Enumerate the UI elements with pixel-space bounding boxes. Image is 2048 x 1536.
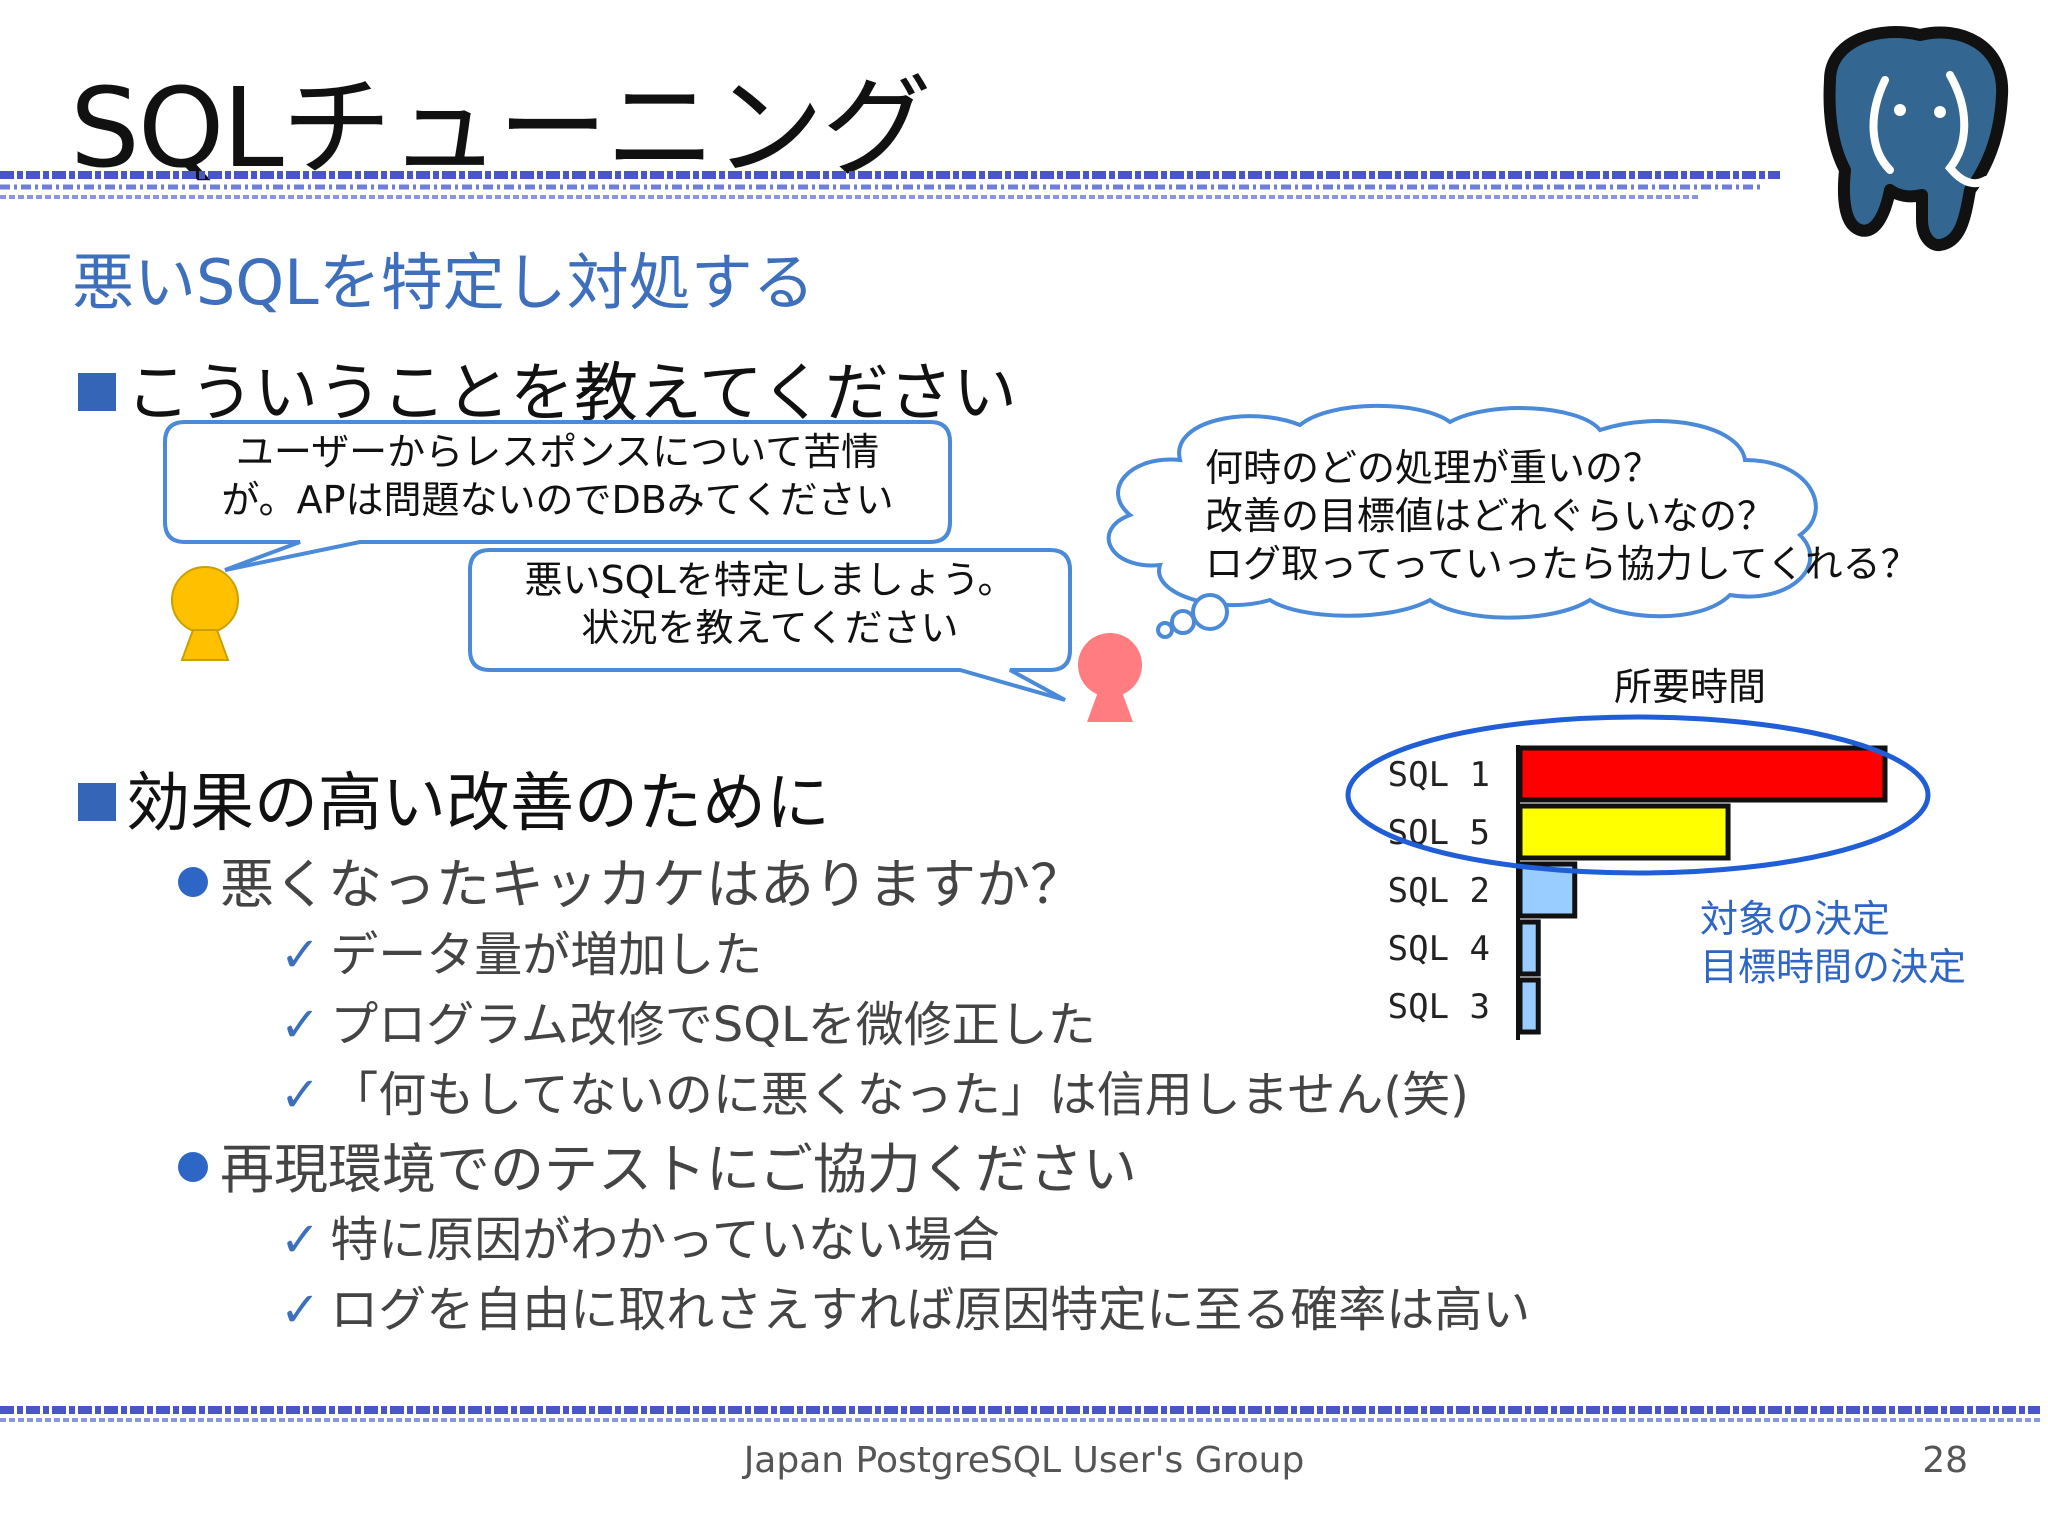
slide-title: SQLチューニング [70,64,932,192]
bullet-2: 再現環境でのテストにご協力ください [178,1125,1137,1204]
footer-text: Japan PostgreSQL User's Group [743,1440,1305,1481]
checkmark-icon: ✓ [280,927,321,983]
thought-cloud [1106,403,1818,639]
dba-speech-bubble [468,548,1072,702]
slide-subtitle: 悪いSQLを特定し対処する [72,246,815,319]
dialog-illustration [163,403,1818,722]
chart-category-label: SQL 3 [1388,987,1490,1027]
list-item: ✓データ量が増加した [280,927,763,983]
round-bullet-icon [178,867,208,897]
user-bubble-text: ユーザーからレスポンスについて苦情 が。APは問題ないのでDBみてください [221,430,894,522]
chart-category-label: SQL 5 [1388,813,1490,853]
list-item: ✓ログを自由に取れさえすれば原因特定に至る確率は高い [280,1282,1531,1338]
chart-bar [1517,745,1888,803]
checkmark-icon: ✓ [280,997,321,1053]
square-bullet-icon [78,783,116,821]
chart-category-label: SQL 2 [1388,871,1490,911]
postgresql-elephant-icon [1823,26,2009,251]
chart-bar [1517,803,1731,861]
section-heading-1: こういうことを教えてください [78,342,1017,434]
bullet-1: 悪くなったキッカケはありますか？ [178,840,1084,919]
square-bullet-icon [78,373,116,411]
page-number: 28 [1922,1440,1968,1481]
checkmark-icon: ✓ [280,1067,321,1123]
footer-divider [0,1406,2040,1422]
user-speech-bubble [163,420,952,572]
section-heading-2: 効果の高い改善のために [78,752,830,844]
person-icon [1078,633,1142,722]
chart-category-label: SQL 1 [1388,755,1490,795]
chart-bar [1517,977,1541,1035]
chart-title: 所要時間 [1614,665,1766,709]
highlight-ellipse [1345,714,1931,876]
checkmark-icon: ✓ [280,1212,321,1268]
list-item: ✓プログラム改修でSQLを微修正した [280,997,1096,1053]
chart-category-label: SQL 4 [1388,929,1490,969]
thought-cloud-text: 何時のどの処理が重いの？ 改善の目標値はどれぐらいなの？ ログ取ってっていったら… [1205,446,1919,586]
duration-bar-chart: 所要時間 SQL 1 SQL 5 SQL 2 SQL 4 SQL 3 [1345,665,1931,1040]
chart-annotation: 対象の決定 目標時間の決定 [1700,897,1967,989]
title-divider [0,171,1780,199]
round-bullet-icon [178,1152,208,1182]
checkmark-icon: ✓ [280,1282,321,1338]
dba-bubble-text: 悪いSQLを特定しましょう。 状況を教えてください [524,558,1016,650]
chart-bar [1517,919,1541,977]
person-icon [171,566,239,661]
list-item: ✓「何もしてないのに悪くなった」は信用しません(笑) [280,1067,1469,1123]
list-item: ✓特に原因がわかっていない場合 [280,1212,1000,1268]
